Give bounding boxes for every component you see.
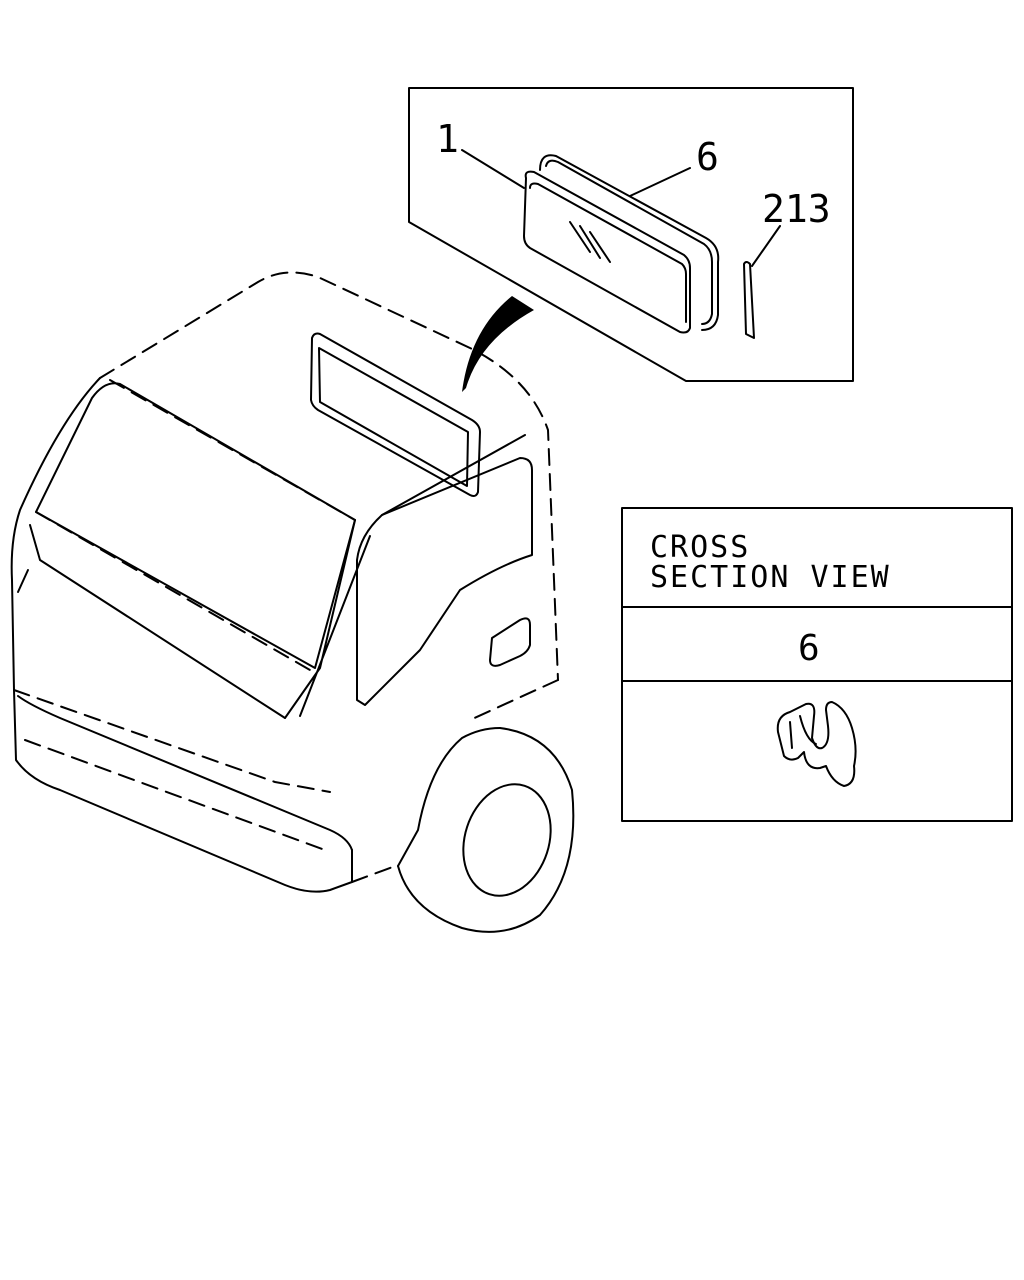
detail-box-frame	[408, 87, 854, 382]
wheel-arch	[397, 727, 501, 867]
leader-line-weatherstrip	[629, 167, 691, 197]
windshield-lower-edge	[35, 511, 311, 671]
bumper-underside	[351, 864, 399, 883]
wheel-rim	[462, 783, 552, 897]
sealant-strip	[743, 261, 755, 339]
cross-section-title-line1: CROSS	[650, 530, 750, 565]
rear-window-outer	[310, 332, 481, 497]
door-handle	[489, 617, 531, 667]
front-face-left	[17, 569, 29, 593]
cross-section-frame	[621, 507, 1013, 822]
rear-window-inner	[318, 347, 469, 487]
weatherstrip-outer	[539, 154, 720, 331]
bumper-lower-dash	[24, 739, 326, 851]
callout-weatherstrip: 6	[696, 135, 719, 179]
callout-glass: 1	[436, 117, 459, 161]
cross-section-part-number: 6	[798, 628, 820, 669]
leader-line-sealant	[751, 225, 781, 267]
dash-panel-line	[29, 524, 286, 719]
cross-section-box: CROSS SECTION VIEW 6	[621, 507, 1013, 822]
cab-side-right-edge	[469, 679, 559, 721]
front-bumper	[17, 695, 353, 851]
front-lower-body	[13, 689, 331, 793]
windshield-outline	[35, 382, 356, 669]
front-grille-bottom	[13, 689, 353, 893]
weatherstrip-inner	[545, 159, 713, 325]
weatherstrip-profile-channel	[789, 715, 817, 749]
detail-box: 1 6 213	[408, 87, 854, 382]
tire-outline	[397, 727, 575, 933]
cab-roof-outline	[99, 271, 559, 681]
rear-window-on-cab	[310, 332, 481, 497]
cab-front-left-edge	[10, 377, 101, 691]
callout-arrow	[462, 296, 534, 392]
glass-panel-inner	[529, 182, 687, 323]
glass-panel-outer	[523, 170, 691, 334]
glass-reflection-mark	[569, 221, 611, 263]
a-pillar	[284, 519, 371, 719]
callout-sealant: 213	[762, 187, 831, 231]
weatherstrip-profile-icon	[776, 701, 857, 787]
cross-section-title-line2: SECTION VIEW	[650, 560, 891, 595]
door-window	[356, 457, 533, 706]
leader-line-glass	[461, 149, 525, 189]
cab-side-upper-line	[381, 434, 526, 516]
truck-cab	[10, 271, 575, 933]
